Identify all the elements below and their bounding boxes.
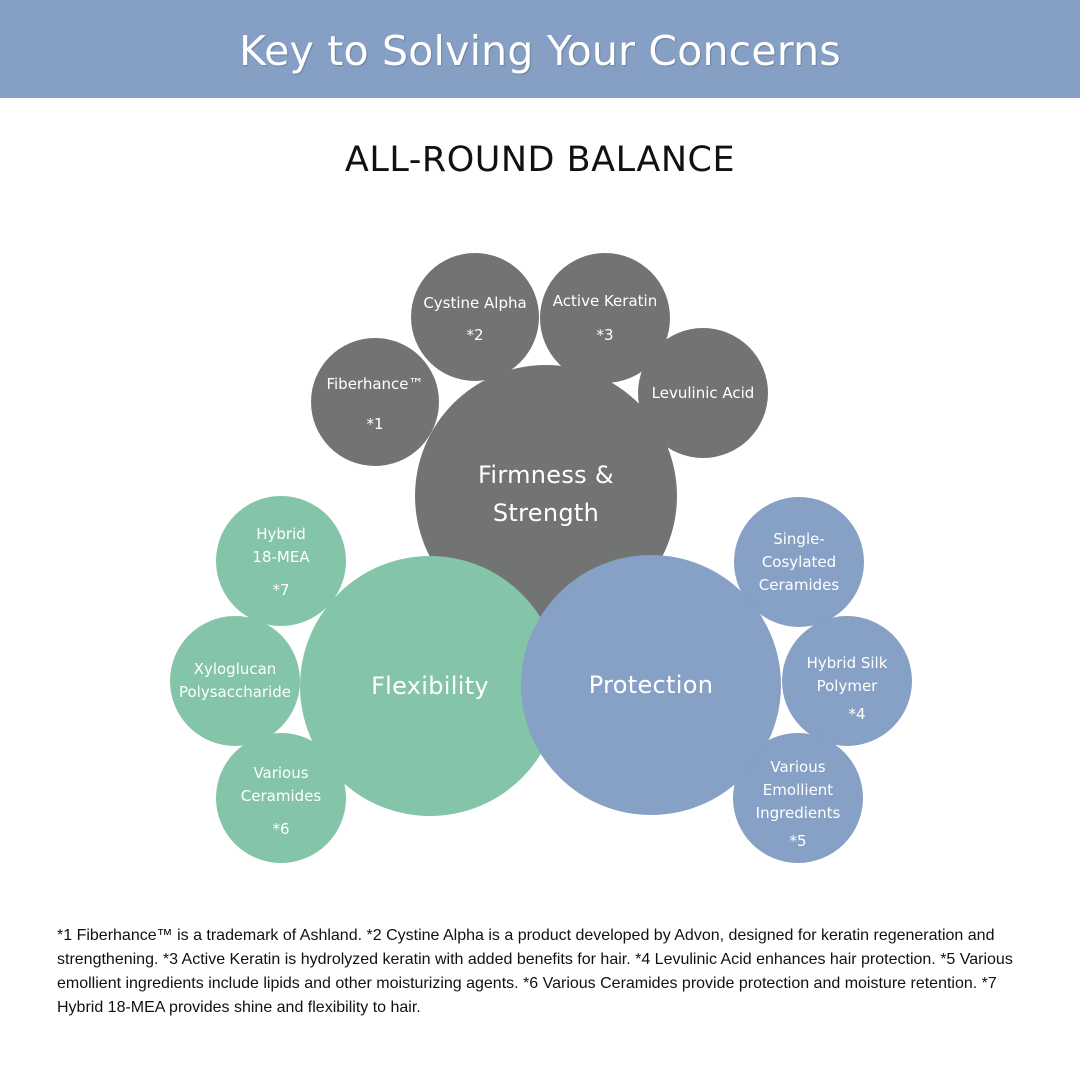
cystine-alpha-note: *2 bbox=[466, 325, 484, 344]
emollient-label: Various Emollient Ingredients bbox=[755, 757, 841, 822]
circle-single-cosylated: Single- Cosylated Ceramides bbox=[734, 497, 864, 627]
xyloglucan-label: Xyloglucan Polysaccharide bbox=[178, 660, 292, 701]
levulinic-acid-label: Levulinic Acid bbox=[651, 383, 755, 402]
circle-hybrid-18mea: Hybrid 18-MEA *7 bbox=[216, 496, 346, 626]
hybrid-18mea-note: *7 bbox=[272, 580, 290, 599]
circle-active-keratin: Active Keratin *3 bbox=[540, 253, 670, 383]
firmness-strength-label: Firmness & Strength bbox=[478, 461, 614, 527]
circle-protection: Protection bbox=[521, 555, 781, 815]
circle-xyloglucan: Xyloglucan Polysaccharide bbox=[170, 616, 300, 746]
single-cosylated-label: Single- Cosylated Ceramides bbox=[758, 529, 840, 594]
circle-flexibility: Flexibility bbox=[300, 556, 560, 816]
diagram-title: ALL-ROUND BALANCE bbox=[344, 140, 736, 180]
circle-cystine-alpha: Cystine Alpha *2 bbox=[411, 253, 539, 381]
circle-hybrid-silk: Hybrid Silk Polymer *4 bbox=[782, 616, 912, 746]
flexibility-label: Flexibility bbox=[371, 672, 489, 700]
fiberhance-label: Fiberhance™ bbox=[326, 374, 424, 393]
protection-label: Protection bbox=[588, 671, 714, 699]
circle-various-ceramides: Various Ceramides *6 bbox=[216, 733, 346, 863]
active-keratin-note: *3 bbox=[596, 325, 614, 344]
emollient-note: *5 bbox=[789, 831, 807, 850]
header-banner: Key to Solving Your Concerns bbox=[0, 0, 1080, 98]
footnote-text: *1 Fiberhance™ is a trademark of Ashland… bbox=[57, 927, 1013, 1016]
various-ceramides-note: *6 bbox=[272, 819, 290, 838]
hybrid-silk-note: *4 bbox=[848, 705, 866, 723]
fiberhance-note: *1 bbox=[366, 414, 384, 433]
active-keratin-label: Active Keratin bbox=[552, 291, 658, 310]
cystine-alpha-label: Cystine Alpha bbox=[423, 293, 527, 312]
circle-firmness-strength: Firmness & Strength bbox=[415, 365, 677, 627]
circle-fiberhance: Fiberhance™ *1 bbox=[311, 338, 439, 466]
hybrid-silk-label: Hybrid Silk Polymer bbox=[806, 654, 888, 695]
page-title: Key to Solving Your Concerns bbox=[239, 27, 841, 75]
various-ceramides-label: Various Ceramides bbox=[240, 763, 322, 805]
hybrid-18mea-label: Hybrid 18-MEA bbox=[252, 524, 310, 566]
